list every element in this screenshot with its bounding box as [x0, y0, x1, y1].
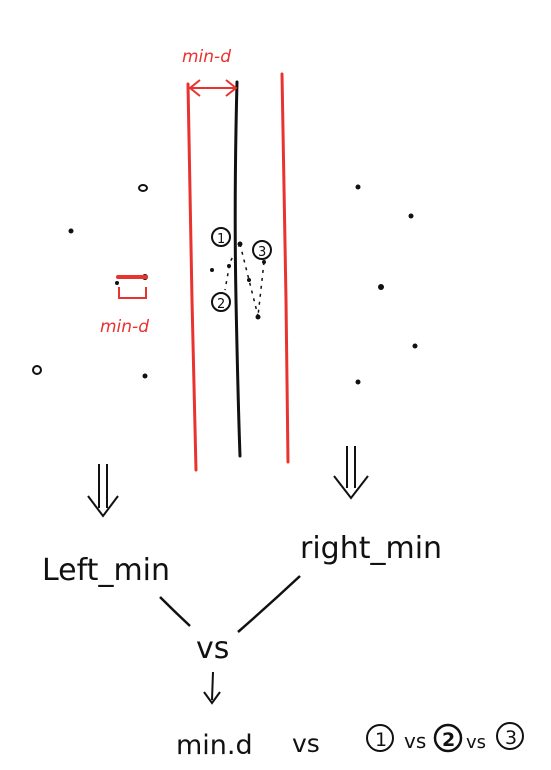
svg-text:3: 3 — [258, 245, 266, 260]
bottom-vs-2: vs — [404, 729, 426, 753]
bottom-circle-1: 1 — [366, 724, 394, 752]
svg-text:1: 1 — [217, 232, 225, 247]
strip-points — [210, 241, 266, 320]
right-connector-line — [237, 575, 301, 633]
strip-circle-1: 1 — [211, 227, 231, 247]
bottom-vs-3: vs — [466, 732, 486, 753]
left-connector-line — [159, 596, 191, 627]
bottom-circle-2: 2 — [433, 723, 463, 753]
svg-text:1: 1 — [375, 729, 387, 751]
bottom-vs-1: vs — [292, 729, 320, 758]
strip-right-boundary — [280, 72, 290, 464]
left-min-label: Left_min — [42, 553, 170, 588]
strip-circle-3: 3 — [252, 240, 272, 260]
bottom-min-d-label: min.d — [176, 730, 253, 761]
svg-text:3: 3 — [505, 727, 517, 749]
vs-middle-label: vs — [196, 631, 229, 666]
bottom-circle-3: 3 — [496, 722, 524, 750]
top-min-d-label: min-d — [182, 47, 231, 67]
left-min-d-label: min-d — [100, 317, 149, 337]
svg-text:2: 2 — [217, 297, 225, 312]
top-min-d-arrow — [188, 79, 238, 97]
svg-text:2: 2 — [442, 729, 455, 751]
middle-dividing-line — [233, 80, 242, 458]
double-down-arrow-icon — [87, 464, 119, 518]
right-points — [355, 184, 418, 385]
double-down-arrow-icon — [333, 446, 369, 500]
strip-left-boundary — [186, 82, 198, 472]
right-min-label: right_min — [300, 531, 442, 566]
left-min-d-bracket — [116, 275, 148, 299]
down-arrow-icon — [203, 671, 221, 705]
strip-circle-2: 2 — [211, 292, 231, 312]
left-points — [32, 184, 148, 379]
